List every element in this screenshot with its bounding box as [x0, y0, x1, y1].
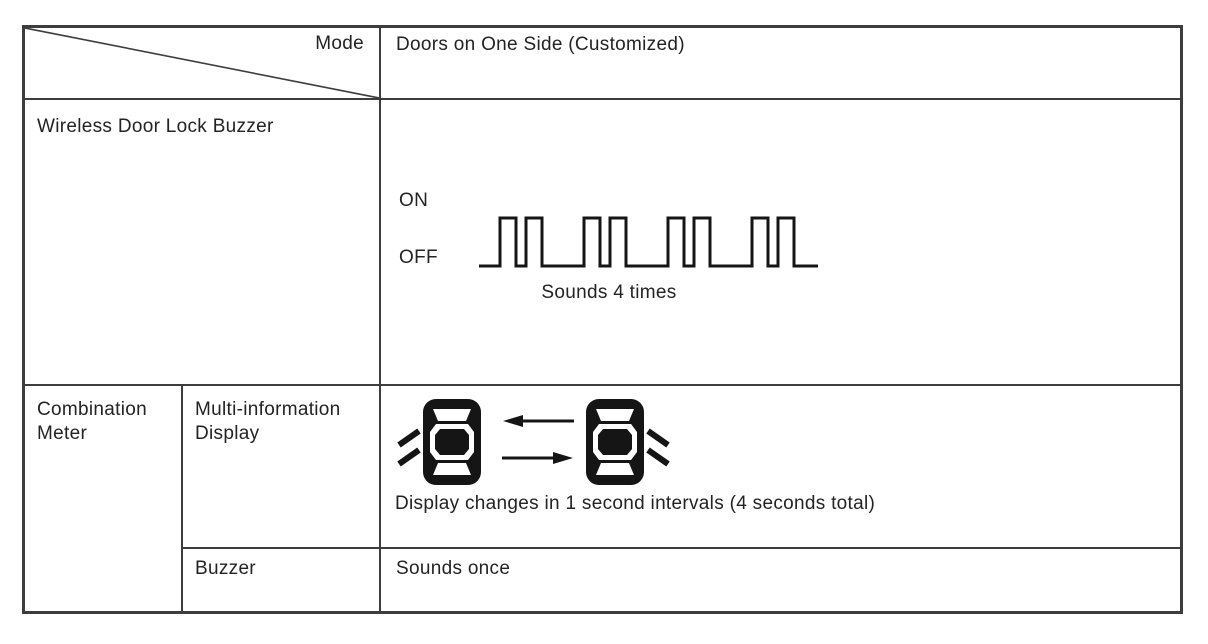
- table-cell-buzzer-value: Sounds once: [381, 549, 1180, 611]
- table-cell-corner: Mode: [25, 28, 381, 100]
- arrow-left-icon: [503, 415, 574, 427]
- wireless-door-lock-buzzer-label: Wireless Door Lock Buzzer: [37, 116, 274, 137]
- car-doors-open-left-icon: [397, 399, 481, 485]
- corner-mode-label: Mode: [315, 33, 364, 54]
- table-cell-display-diagram: Display changes in 1 second intervals (4…: [381, 386, 1180, 549]
- car-doors-open-right-icon: [586, 399, 670, 485]
- table-cell-combination-meter: Combination Meter: [25, 386, 183, 611]
- buzzer-label: Buzzer: [195, 558, 256, 579]
- diagonal-divider-line: [25, 28, 379, 98]
- waveform-on-label: ON: [399, 190, 429, 211]
- waveform-off-label: OFF: [399, 247, 438, 268]
- table-cell-wireless-door-lock-buzzer: Wireless Door Lock Buzzer: [25, 100, 381, 386]
- waveform-caption: Sounds 4 times: [541, 282, 677, 303]
- buzzer-value-text: Sounds once: [396, 558, 511, 579]
- mode-value-text: Doors on One Side (Customized): [396, 34, 685, 55]
- alternation-arrows: [501, 413, 575, 466]
- table-cell-buzzer: Buzzer: [183, 549, 381, 611]
- multi-information-display-label: Multi-information Display: [195, 399, 341, 444]
- arrow-right-icon: [502, 452, 573, 464]
- table-cell-buzzer-waveform: ON OFF Sounds 4 times: [381, 100, 1180, 386]
- buzzer-pulse-waveform-icon: [479, 216, 818, 268]
- display-diagram-caption: Display changes in 1 second intervals (4…: [395, 493, 876, 514]
- combination-meter-label: Combination Meter: [37, 399, 147, 444]
- mode-table: Mode Doors on One Side (Customized) Wire…: [22, 25, 1183, 614]
- table-cell-multi-information-display: Multi-information Display: [183, 386, 381, 549]
- table-cell-mode-value: Doors on One Side (Customized): [381, 28, 1180, 100]
